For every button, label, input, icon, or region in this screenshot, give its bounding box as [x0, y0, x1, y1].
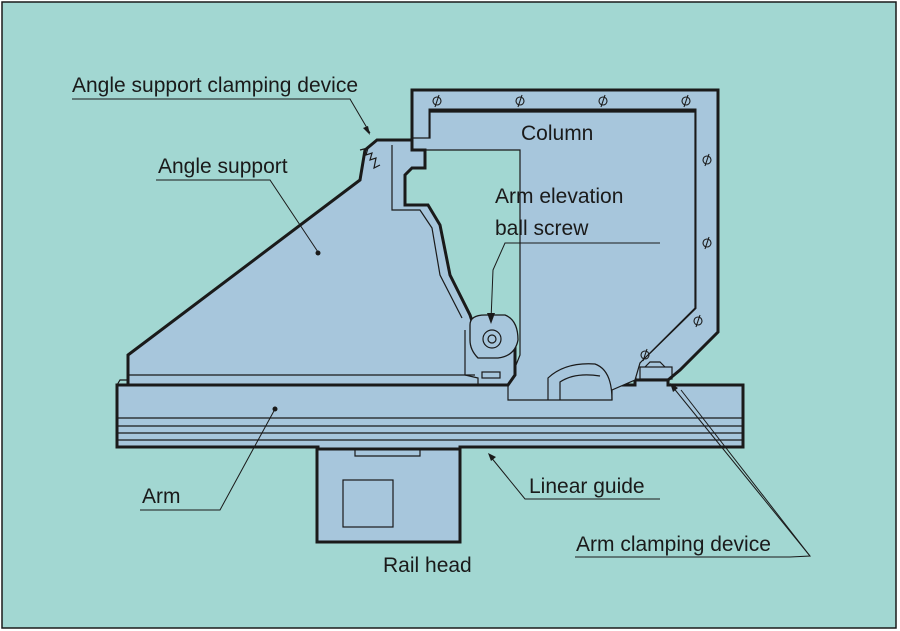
- leader-arm: [140, 406, 278, 511]
- label-arm: Arm: [142, 485, 181, 508]
- arm-clamp-part: [639, 361, 673, 380]
- leader-angle-support-clamping-device: [72, 98, 371, 135]
- label-rail-head: Rail head: [383, 554, 472, 577]
- label-arm-clamping-device: Arm clamping device: [576, 533, 771, 556]
- label-angle-support: Angle support: [158, 155, 288, 178]
- label-linear-guide: Linear guide: [529, 475, 645, 498]
- leader-angle-support: [156, 179, 321, 256]
- column-part: [410, 88, 720, 401]
- label-arm-elevation-line1: Arm elevation: [495, 185, 623, 208]
- rail-head-part: [315, 446, 462, 544]
- column-bolts: [432, 94, 712, 362]
- label-angle-support-clamping-device: Angle support clamping device: [72, 74, 358, 97]
- label-arm-elevation-line2: ball screw: [495, 217, 589, 240]
- angle-support-part: [116, 138, 517, 387]
- ball-screw-part: [469, 314, 519, 379]
- leader-arm-clamping-device: [575, 383, 812, 558]
- arm-part: [115, 376, 745, 451]
- leader-arm-elevation: [487, 242, 660, 324]
- label-column: Column: [521, 122, 593, 145]
- leader-linear-guide: [488, 453, 660, 500]
